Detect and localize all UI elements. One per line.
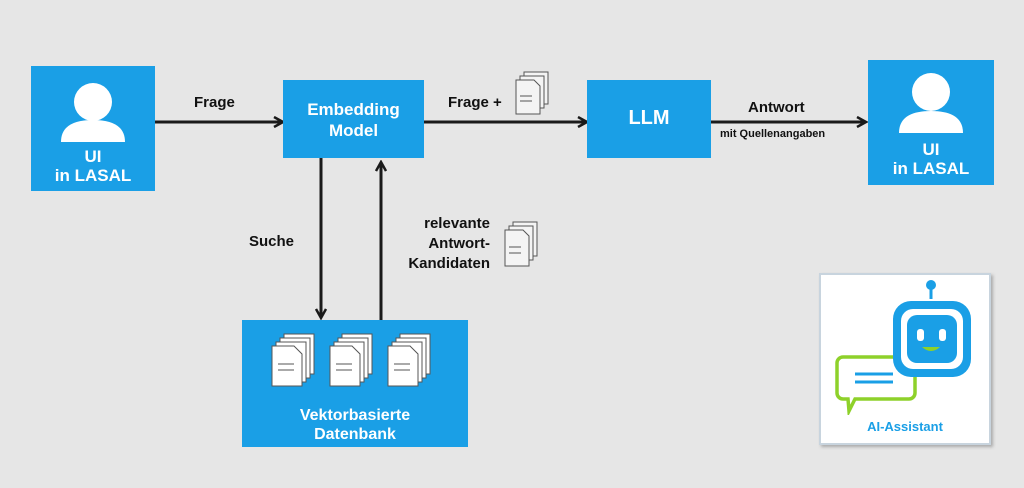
ai-assistant-label: AI-Assistant	[867, 419, 943, 434]
label-frage-plus: Frage +	[448, 94, 502, 111]
document-stack-icon	[504, 221, 538, 267]
label-relevante-kandidaten: relevante Antwort- Kandidaten	[398, 214, 490, 274]
label-relevante-line2: Antwort-	[428, 235, 490, 252]
label-relevante-line3: Kandidaten	[408, 255, 490, 272]
label-frage: Frage	[194, 94, 235, 111]
embedding-line1: Embedding	[307, 100, 400, 119]
user-icon	[899, 73, 963, 133]
database-line1: Vektorbasierte	[299, 407, 411, 424]
robot-icon	[893, 280, 971, 377]
document-stack-icon	[271, 333, 431, 387]
database-label: Vektorbasierte Datenbank	[242, 406, 468, 444]
ui-left-box: UI in LASAL	[31, 66, 155, 191]
database-line2: Datenbank	[314, 426, 396, 443]
vector-database-box: Vektorbasierte Datenbank	[242, 320, 468, 447]
ui-right-label: UI in LASAL	[868, 140, 994, 178]
label-suche: Suche	[249, 233, 295, 250]
robot-chat-illustration	[835, 280, 971, 415]
ui-left-line2: in LASAL	[54, 166, 132, 185]
llm-label: LLM	[628, 107, 670, 129]
ui-left-label: UI in LASAL	[31, 147, 155, 185]
embedding-line2: Model	[328, 121, 379, 140]
ai-assistant-card: AI-Assistant	[819, 273, 991, 445]
embedding-label: Embedding Model	[283, 99, 424, 141]
ui-right-line2: in LASAL	[892, 159, 970, 178]
ui-left-line1: UI	[84, 147, 102, 166]
user-icon	[61, 83, 125, 142]
ui-right-line1: UI	[922, 140, 940, 159]
llm-box: LLM	[587, 80, 711, 158]
label-relevante-line1: relevante	[424, 215, 490, 232]
embedding-model-box: Embedding Model	[283, 80, 424, 158]
label-quellenangaben: mit Quellenangaben	[720, 128, 826, 140]
document-stack-icon	[515, 71, 549, 115]
ui-right-box: UI in LASAL	[868, 60, 994, 185]
label-antwort: Antwort	[748, 99, 805, 116]
